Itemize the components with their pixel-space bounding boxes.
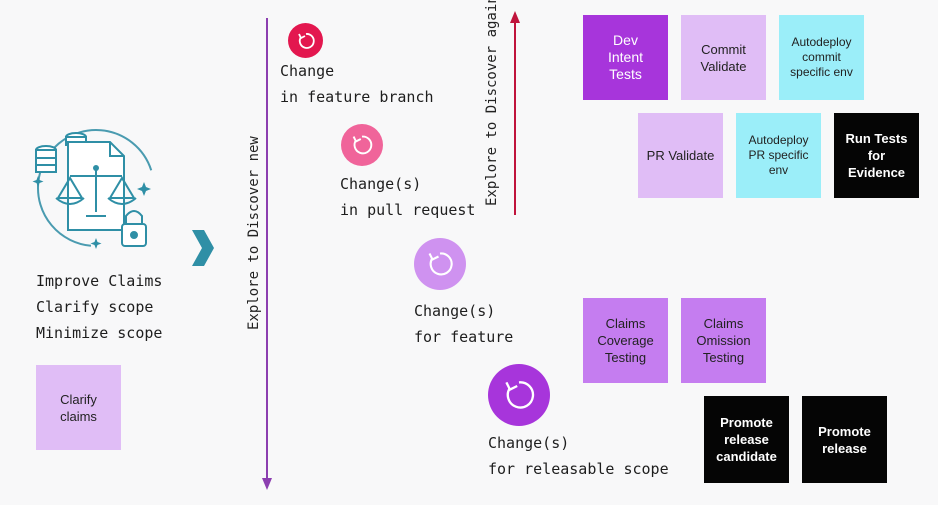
- change-pull-request-line1: Change(s): [340, 175, 422, 193]
- change-pull-request-icon: [341, 124, 383, 166]
- change-pull-request-line2: in pull request: [340, 201, 476, 219]
- change-releasable-scope-line1: Change(s): [488, 434, 570, 452]
- explore-new-arrow: [261, 18, 273, 492]
- note-promote-candidate: Promote release candidate: [704, 396, 789, 483]
- change-releasable-scope-icon: [488, 364, 550, 426]
- goal-clarify-scope: Clarify scope: [36, 298, 154, 316]
- note-clarify-claims: Clarify claims: [36, 365, 121, 450]
- change-feature-branch-line1: Change: [280, 62, 335, 80]
- change-feature-icon: [414, 238, 466, 290]
- change-feature-branch-icon: [288, 23, 323, 58]
- note-pr-validate: PR Validate: [638, 113, 723, 198]
- change-pull-request-label: Change(s) in pull request: [340, 171, 475, 223]
- explore-again-label: Explore to Discover again: [484, 0, 500, 206]
- note-autodeploy-pr: Autodeploy PR specific env: [736, 113, 821, 198]
- change-releasable-scope-line2: for releasable scope: [488, 460, 669, 478]
- goal-minimize-scope: Minimize scope: [36, 324, 163, 342]
- chevron-right-icon: [190, 228, 216, 268]
- note-dev-intent-tests: Dev Intent Tests: [583, 15, 668, 100]
- goal-improve-claims: Improve Claims: [36, 272, 163, 290]
- note-promote-release: Promote release: [802, 396, 887, 483]
- change-feature-label: Change(s) for feature: [414, 298, 513, 350]
- change-feature-line2: for feature: [414, 328, 514, 346]
- change-feature-line1: Change(s): [414, 302, 496, 320]
- explore-new-label: Explore to Discover new: [246, 136, 262, 330]
- note-autodeploy-commit: Autodeploy commit specific env: [779, 15, 864, 100]
- change-releasable-scope-label: Change(s) for releasable scope: [488, 430, 669, 482]
- note-run-tests: Run Tests for Evidence: [834, 113, 919, 198]
- goals-list: Improve Claims Clarify scope Minimize sc…: [36, 268, 162, 346]
- change-feature-branch-line2: in feature branch: [280, 88, 434, 106]
- explore-again-arrow: [509, 10, 521, 215]
- change-feature-branch-label: Change in feature branch: [280, 58, 434, 110]
- note-claims-omission: Claims Omission Testing: [681, 298, 766, 383]
- note-commit-validate: Commit Validate: [681, 15, 766, 100]
- legal-claims-icon: [28, 120, 160, 255]
- note-claims-coverage: Claims Coverage Testing: [583, 298, 668, 383]
